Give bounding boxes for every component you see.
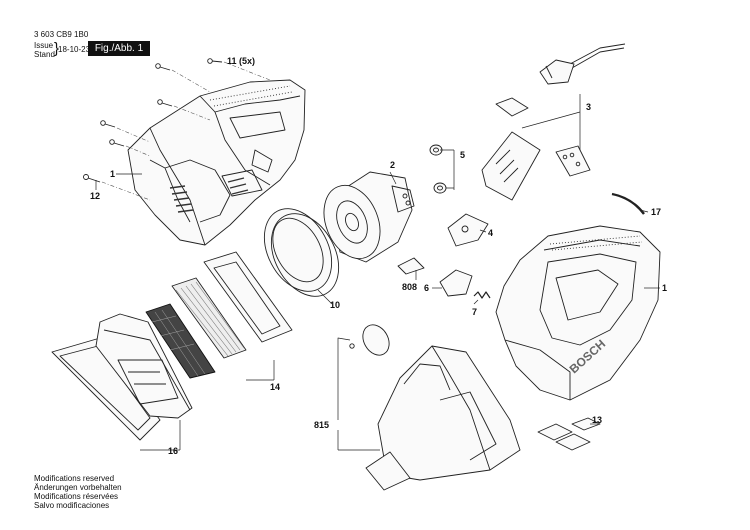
callout-16: 16 <box>168 446 178 456</box>
pleated-filter <box>171 277 247 359</box>
cover-17 <box>611 192 645 215</box>
switch-slider-4 <box>447 213 489 247</box>
filter-frame-16 <box>51 337 161 441</box>
filter-ring-14 <box>203 251 293 343</box>
bushings-5 <box>429 144 447 194</box>
callout-14: 14 <box>270 382 280 392</box>
figure-label: Fig./Abb. 1 <box>88 41 150 56</box>
callout-1-right: 1 <box>662 283 667 293</box>
housing-right-half: BOSCH <box>495 225 661 401</box>
callout-4: 4 <box>488 228 493 238</box>
filter-mesh <box>145 303 216 379</box>
callout-12: 12 <box>90 191 100 201</box>
callout-6: 6 <box>424 283 429 293</box>
modification-notes: Modifications reserved Änderungen vorbeh… <box>34 474 122 510</box>
housing-left-half <box>127 79 306 246</box>
note-fr: Modifications réservées <box>34 492 119 501</box>
issue-label: Issue <box>34 41 54 50</box>
note-es: Salvo modificaciones <box>34 501 110 510</box>
note-en: Modifications reserved <box>34 474 115 483</box>
callout-13: 13 <box>592 415 602 425</box>
label-808 <box>397 257 425 275</box>
filter-holder <box>95 313 193 419</box>
seal-ring-10 <box>263 208 340 297</box>
button-6 <box>439 269 473 297</box>
screws <box>83 58 223 183</box>
callout-5: 5 <box>460 150 465 160</box>
nozzle-815 <box>365 345 521 491</box>
callout-3: 3 <box>586 102 591 112</box>
switch-cable-3 <box>481 43 626 201</box>
callout-2: 2 <box>390 160 395 170</box>
callout-17: 17 <box>651 207 661 217</box>
doc-number: 3 603 CB9 1B0 <box>34 30 89 39</box>
callout-7: 7 <box>472 307 477 317</box>
header-brace: } <box>54 40 60 57</box>
callout-815: 815 <box>314 420 329 430</box>
pads-13 <box>537 417 601 451</box>
note-de: Änderungen vorbehalten <box>34 483 122 492</box>
issue-date: 18-10-23 <box>58 45 91 54</box>
motor-2 <box>323 171 415 263</box>
stand-label: Stand <box>34 50 55 59</box>
spring-7 <box>473 291 491 299</box>
small-oval-part <box>349 324 390 356</box>
callout-10: 10 <box>330 300 340 310</box>
callout-808: 808 <box>402 282 417 292</box>
callout-11: 11 (5x) <box>227 56 255 66</box>
callout-1-left: 1 <box>110 169 115 179</box>
